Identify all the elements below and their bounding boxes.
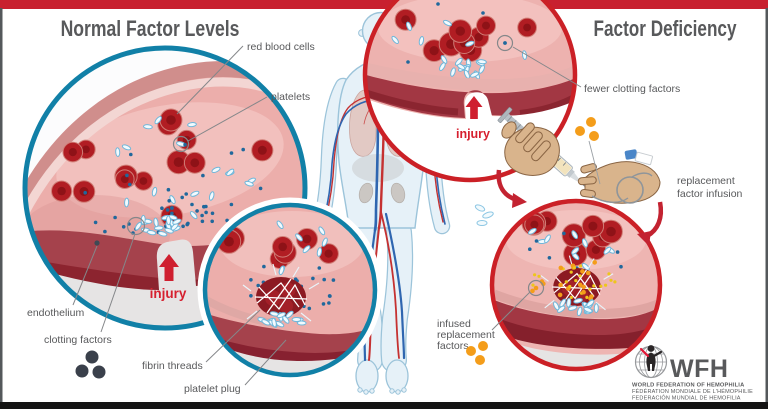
kidney-right bbox=[390, 182, 406, 204]
platelets-layer bbox=[276, 220, 328, 276]
label-infused-2: replacement bbox=[437, 329, 495, 341]
platelet-cluster bbox=[134, 214, 182, 237]
label-infused-1: infused bbox=[437, 318, 471, 330]
clot-formation-circle bbox=[197, 197, 383, 383]
infused-factors-layer2 bbox=[530, 273, 546, 294]
label-replacement-2: factor infusion bbox=[677, 188, 743, 200]
clotting-factors-layer bbox=[528, 231, 623, 271]
clotting-factors-dots bbox=[75, 350, 106, 379]
tape bbox=[634, 151, 654, 166]
label-injury-left: injury bbox=[150, 286, 187, 301]
replacement-factors-dots bbox=[466, 341, 488, 365]
red-blood-cells-layer bbox=[521, 210, 623, 267]
person-icon bbox=[639, 345, 663, 371]
frame-left bbox=[0, 8, 3, 403]
label-platelet-plug: platelet plug bbox=[184, 383, 241, 395]
factor-dots-syringe bbox=[575, 117, 599, 141]
platelets-layer bbox=[527, 227, 615, 271]
frame-right bbox=[765, 8, 768, 403]
wfh-abbr: WFH bbox=[670, 355, 728, 383]
label-replacement-1: replacement bbox=[677, 175, 735, 187]
infused-factors-layer bbox=[557, 260, 617, 302]
platelet-cluster bbox=[439, 57, 487, 80]
infusion-illustration bbox=[496, 107, 664, 246]
title-factor-deficiency: Factor Deficiency bbox=[594, 17, 737, 42]
platelet-plug-mound bbox=[553, 297, 599, 317]
kidney-left bbox=[358, 182, 374, 204]
tourniquet bbox=[624, 149, 638, 160]
platelets-layer bbox=[115, 115, 256, 220]
red-blood-cells-layer bbox=[394, 8, 537, 62]
iv-tubing bbox=[616, 176, 644, 204]
wfh-name-fr: FÉDÉRATION MONDIALE DE L'HÉMOPHILIE bbox=[632, 388, 753, 395]
holding-hand bbox=[501, 121, 560, 176]
loose-platelets-sketch bbox=[474, 204, 494, 226]
rbc-target bbox=[159, 108, 183, 132]
infusion-result-circle bbox=[489, 198, 663, 372]
label-clotting-factors: clotting factors bbox=[44, 334, 112, 346]
red-blood-cells-layer bbox=[216, 226, 339, 269]
label-red-blood-cells: red blood cells bbox=[247, 41, 315, 53]
wfh-logo: WFH WORLD FEDERATION OF HEMOPHILIA FÉDÉR… bbox=[632, 345, 753, 402]
label-injury-right: injury bbox=[456, 127, 490, 141]
label-fibrin-threads: fibrin threads bbox=[142, 360, 203, 372]
pointer-lines bbox=[72, 34, 582, 386]
label-infused-3: factors bbox=[437, 340, 469, 352]
infusion-hand bbox=[577, 149, 661, 204]
frame-bottom bbox=[0, 402, 768, 409]
clotting-factors-dense bbox=[160, 192, 215, 227]
pointer-line bbox=[588, 140, 601, 185]
top-bar bbox=[0, 0, 768, 9]
wfh-name-en: WORLD FEDERATION OF HEMOPHILIA bbox=[632, 383, 744, 389]
label-fewer-clotting-factors: fewer clotting factors bbox=[584, 83, 680, 95]
platelet-plug-mound bbox=[257, 310, 307, 328]
label-platelets: platelets bbox=[271, 91, 310, 103]
label-endothelium: endothelium bbox=[27, 307, 84, 319]
clotting-factors-layer bbox=[83, 142, 263, 234]
title-normal-factor-levels: Normal Factor Levels bbox=[61, 17, 240, 41]
platelets-layer bbox=[391, 19, 528, 69]
wfh-name-es: FEDERACIÓN MUNDIAL DE HEMOFILIA bbox=[632, 395, 741, 402]
red-arrow-to-result bbox=[645, 201, 664, 238]
